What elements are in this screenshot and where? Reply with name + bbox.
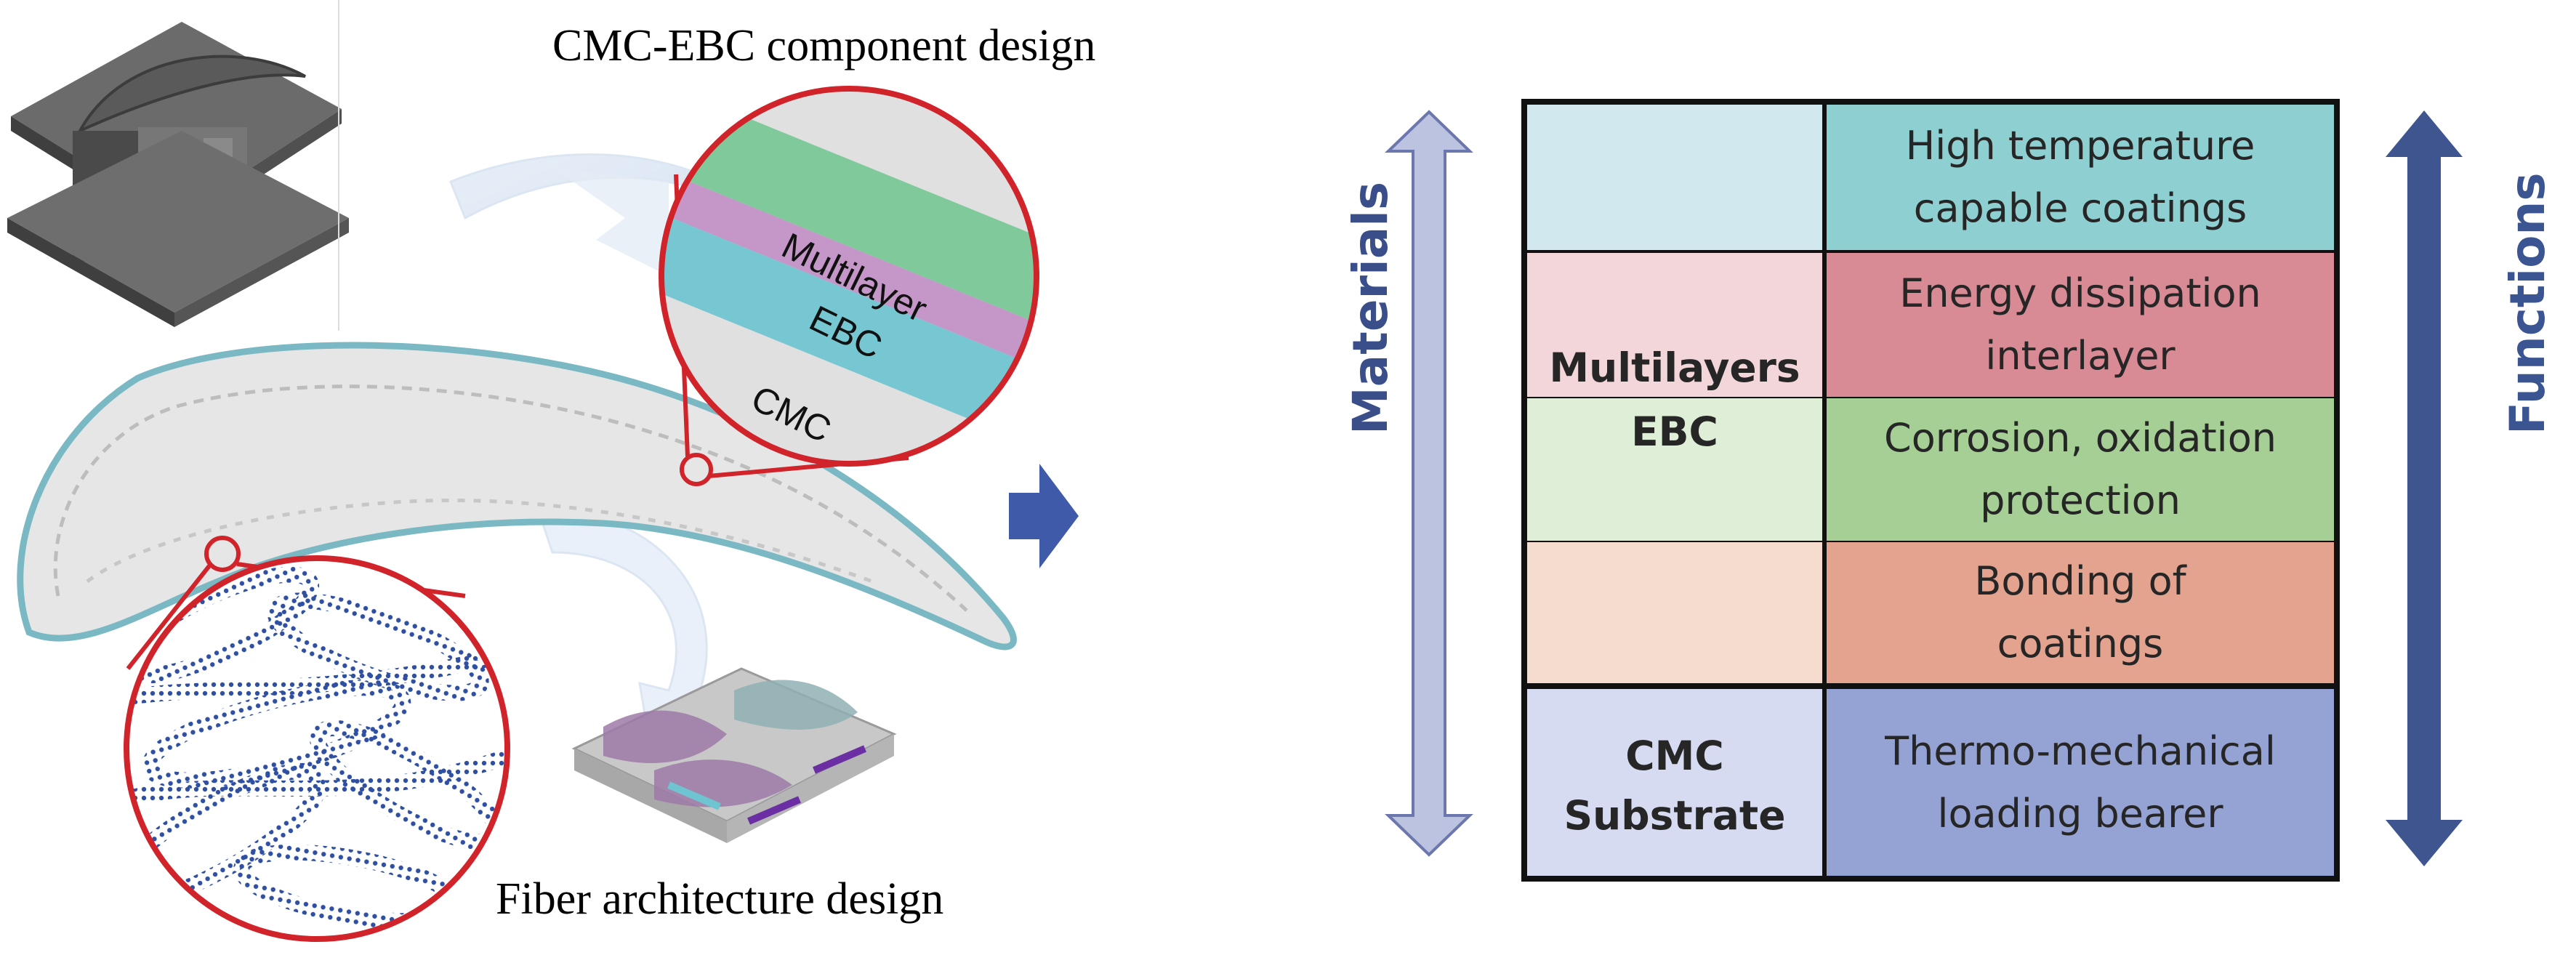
- functions-double-arrow: [2386, 110, 2463, 866]
- function-cell-energy-dissipation: Energy dissipation interlayer: [1827, 253, 2334, 397]
- turbine-vane-model: [7, 0, 349, 331]
- component-design-caption: CMC-EBC component design: [552, 21, 1096, 70]
- function-cell-bonding: Bonding of coatings: [1827, 542, 2334, 683]
- multilayer-ebc-inset: Multilayer EBC CMC: [659, 86, 1039, 467]
- materials-double-arrow: [1385, 110, 1473, 857]
- airfoil-cross-section: [17, 342, 1017, 650]
- cmc-label-line-1: CMC: [1625, 732, 1724, 779]
- multilayers-label-line-2: EBC: [1631, 408, 1718, 455]
- function-3-line-1: Corrosion, oxidation: [1884, 415, 2277, 461]
- function-1-line-1: High temperature: [1905, 123, 2255, 169]
- multilayers-ebc-label: Multilayers EBC: [1527, 327, 1822, 472]
- material-cell-row-2: [1527, 253, 1822, 397]
- function-1-line-2: capable coatings: [1913, 185, 2247, 231]
- functions-axis-label: Functions: [2500, 172, 2556, 435]
- fiber-architecture-inset: [124, 555, 510, 942]
- component-illustration: Multilayer EBC CMC: [7, 0, 1079, 942]
- function-2-line-1: Energy dissipation: [1899, 270, 2261, 316]
- function-2-line-2: interlayer: [1985, 333, 2175, 379]
- function-4-line-1: Bonding of: [1974, 558, 2186, 604]
- function-cell-corrosion: Corrosion, oxidation protection: [1827, 398, 2334, 541]
- function-cell-high-temperature: High temperature capable coatings: [1827, 105, 2334, 250]
- function-cell-thermo-mechanical: Thermo-mechanical loading bearer: [1827, 689, 2334, 876]
- material-cell-row-4: [1527, 542, 1822, 683]
- materials-axis-label: Materials: [1343, 181, 1398, 435]
- fiber-design-caption: Fiber architecture design: [496, 874, 944, 924]
- cmc-label-line-2: Substrate: [1563, 791, 1786, 839]
- material-cell-row-1: [1527, 105, 1822, 250]
- multilayers-label-line-1: Multilayers: [1549, 344, 1800, 391]
- pointer-arrow-icon: [1009, 464, 1079, 568]
- function-4-line-2: coatings: [1997, 621, 2164, 666]
- material-cell-cmc: CMC Substrate: [1527, 689, 1822, 876]
- woven-unit-cell: [571, 667, 897, 843]
- function-3-line-2: protection: [1980, 478, 2181, 523]
- materials-functions-table: CMC Substrate Multilayers EBC High tempe…: [1521, 99, 2340, 882]
- function-5-line-2: loading bearer: [1937, 790, 2223, 837]
- function-5-line-1: Thermo-mechanical: [1885, 728, 2276, 774]
- material-cell-row-3: [1527, 398, 1822, 541]
